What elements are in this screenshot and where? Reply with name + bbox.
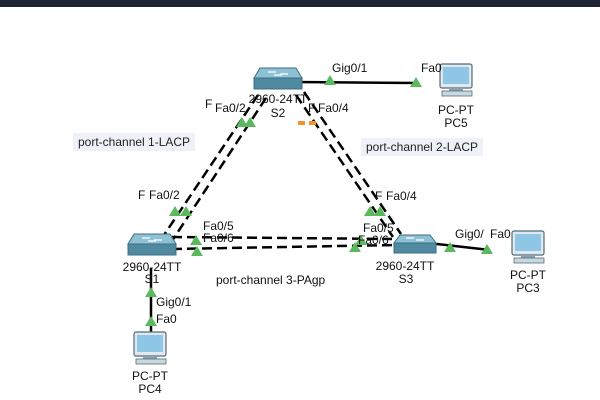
port-label-s3-fa06: Fa0/6 xyxy=(358,233,389,247)
port-light-pc3-fa0 xyxy=(481,244,493,254)
port-label-s1-gig01: Gig0/1 xyxy=(156,295,192,309)
switch-s1[interactable] xyxy=(127,233,177,256)
port-light-s1-fa06 xyxy=(191,246,203,256)
port-light-pc5-fa0 xyxy=(410,77,422,87)
port-label-pc3-fa0: Fa0 xyxy=(490,227,511,241)
pc5-name-label: PC5 xyxy=(444,116,468,130)
port-label-pc4-fa0: Fa0 xyxy=(156,312,177,326)
port-label-s1-fa02-prefix: F xyxy=(138,188,146,202)
s3-model-label: 2960-24TT xyxy=(375,259,435,273)
link-port-channel-3[interactable] xyxy=(171,235,397,251)
port-light-s3-fa05 xyxy=(355,235,367,245)
switch-s3[interactable] xyxy=(393,234,437,254)
s2-name-label: S2 xyxy=(270,106,286,120)
port-light-s3-gig0 xyxy=(444,242,456,252)
port-light-s3-fa04-b xyxy=(374,206,386,216)
port-light-pc4-fa0 xyxy=(145,316,157,326)
port-label-s2-fa04: Fa0/4 xyxy=(318,101,349,115)
s1-name-label: S1 xyxy=(144,272,160,286)
port-label-s2-fa02-prefix: F xyxy=(205,97,213,111)
port-light-s3-fa06 xyxy=(349,242,361,252)
s1-model-label: 2960-24TT xyxy=(122,260,182,274)
port-label-s2-fa02: Fa0/2 xyxy=(215,101,246,115)
port-light-s2-fa02-a xyxy=(236,117,248,127)
port-label-pc5-fa0: Fa0 xyxy=(421,61,442,75)
port-light-s1-fa02-a xyxy=(169,206,181,216)
pc-pc3[interactable] xyxy=(511,230,545,264)
s2-model-label: 2960-24TT xyxy=(248,92,308,106)
port-light-s1-gig01 xyxy=(145,287,157,297)
pc4-name-label: PC4 xyxy=(138,382,162,396)
port-label-s2-fa04-prefix: F xyxy=(308,101,316,115)
port-light-s1-fa05 xyxy=(190,235,202,245)
port-light-s1-fa02-b xyxy=(180,206,192,216)
note-port-channel-3[interactable]: port-channel 3-PAgp xyxy=(216,273,326,287)
port-light-s2-fa02-b xyxy=(244,117,256,127)
port-label-s3-fa05: Fa0/5 xyxy=(363,221,394,235)
note-port-channel-2[interactable]: port-channel 2-LACP xyxy=(361,138,484,156)
pc5-model-label: PC-PT xyxy=(438,103,474,117)
port-light-s2-gig01 xyxy=(324,75,336,85)
port-light-s3-fa04-a xyxy=(364,206,376,216)
port-label-s1-fa06: Fa0/6 xyxy=(203,231,234,245)
switch-s2[interactable] xyxy=(253,67,303,90)
pc4-model-label: PC-PT xyxy=(132,369,168,383)
pc-pc4[interactable] xyxy=(133,331,167,365)
port-light-s2-fa04-b xyxy=(309,121,316,125)
port-label-s3-fa04-prefix: F xyxy=(375,189,383,203)
note-port-channel-1[interactable]: port-channel 1-LACP xyxy=(73,133,196,151)
port-label-s1-fa02: Fa0/2 xyxy=(149,188,180,202)
port-label-s3-gig0: Gig0/ xyxy=(455,227,484,241)
pc3-model-label: PC-PT xyxy=(510,268,546,282)
port-label-s1-fa05: Fa0/5 xyxy=(203,219,234,233)
port-light-s2-fa04-a xyxy=(298,121,305,125)
pc-pc5[interactable] xyxy=(439,63,473,97)
pc3-name-label: PC3 xyxy=(516,281,540,295)
link-s3-pc3[interactable] xyxy=(427,241,491,252)
link-s2-pc5[interactable] xyxy=(295,80,419,85)
port-label-s2-gig01: Gig0/1 xyxy=(332,61,368,75)
s3-name-label: S3 xyxy=(398,272,414,286)
port-label-s3-fa04: Fa0/4 xyxy=(386,189,417,203)
top-bar xyxy=(0,0,600,7)
